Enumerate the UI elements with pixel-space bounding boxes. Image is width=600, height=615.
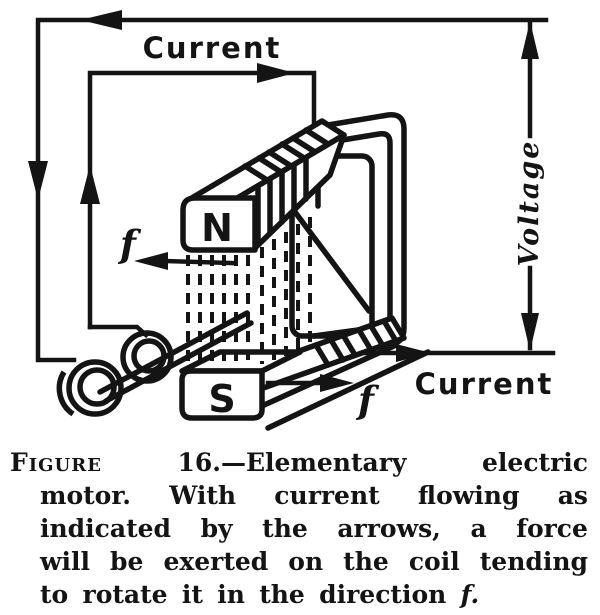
current-arrow-left-icon <box>80 10 122 30</box>
south-pole-block: S <box>179 368 265 421</box>
caption-word: indicated <box>40 514 172 543</box>
caption-word: arrows, <box>337 514 441 543</box>
voltage-dimension: Voltage <box>514 21 545 351</box>
coil-turns-top <box>242 127 331 183</box>
motor-diagram: Voltage <box>28 10 556 431</box>
slip-ring-accent-1 <box>56 370 75 417</box>
caption-word: in <box>217 580 245 609</box>
caption-word: rotate <box>82 580 168 609</box>
voltage-arrow-down-icon <box>521 313 539 351</box>
caption-word: exerted <box>163 547 269 576</box>
caption-word: it <box>181 580 203 609</box>
caption-word: f. <box>460 580 480 609</box>
slip-ring-outer-2 <box>120 330 174 384</box>
south-pole-label: S <box>208 377 235 421</box>
slip-ring-inner-2 <box>131 338 167 374</box>
caption-word: motor. <box>40 481 131 510</box>
current-top-label: Current <box>143 31 282 65</box>
force-upper-label: f <box>117 222 142 266</box>
caption-word: flowing <box>417 481 520 510</box>
caption-word: as <box>557 481 588 510</box>
force-arrow-right-icon <box>320 374 354 392</box>
caption-word: a <box>470 514 487 543</box>
current-arrow-down-icon <box>28 161 48 200</box>
north-pole-block: N <box>180 195 258 253</box>
caption-word: by <box>200 514 233 543</box>
figure-caption: Figure 16.—Elementary electric motor. With cu… <box>0 440 600 611</box>
force-arrow-left-icon <box>134 252 168 270</box>
current-arrow-up-icon <box>80 165 100 204</box>
caption-word: electric <box>482 448 588 477</box>
caption-word: be <box>110 547 144 576</box>
slip-ring-inner-1 <box>77 367 117 407</box>
caption-word: Figure <box>10 448 102 477</box>
caption-word: on <box>288 547 324 576</box>
outer-circuit-wire <box>28 10 549 363</box>
current-bottom-label: Current <box>415 367 554 401</box>
caption-word: to <box>40 580 69 609</box>
north-pole-label: N <box>201 206 233 250</box>
caption-word: With <box>169 481 237 510</box>
caption-word: the <box>262 514 308 543</box>
caption-word: 16.—Elementary <box>177 448 407 477</box>
voltage-label: Voltage <box>514 140 545 267</box>
caption-word: direction <box>319 580 447 609</box>
caption-word: the <box>259 580 305 609</box>
axle-rod <box>97 310 254 404</box>
caption-word: the <box>343 547 389 576</box>
caption-line: motor. With current flowing as <box>10 479 588 512</box>
caption-word: coil <box>408 547 460 576</box>
coil-turns-bottom <box>313 318 399 368</box>
voltage-arrow-up-icon <box>521 21 539 59</box>
bottom-edge-line <box>265 349 431 431</box>
caption-word: current <box>274 481 380 510</box>
inner-circuit-wire <box>80 63 317 339</box>
slip-ring-outer-1 <box>66 359 124 417</box>
caption-word: tending <box>479 547 588 576</box>
slip-rings <box>56 330 174 417</box>
caption-word: will <box>40 547 91 576</box>
force-lower-label: f <box>355 378 380 422</box>
caption-line: Figure 16.—Elementary electric <box>10 446 588 479</box>
current-arrow-right-bottom-icon <box>396 344 431 362</box>
magnet-bottom-arm <box>179 315 431 431</box>
gap-conductors-dashed <box>186 217 312 370</box>
coil-turns-front <box>255 155 309 248</box>
caption-word: force <box>516 514 588 543</box>
current-arrow-right-icon <box>257 63 295 83</box>
